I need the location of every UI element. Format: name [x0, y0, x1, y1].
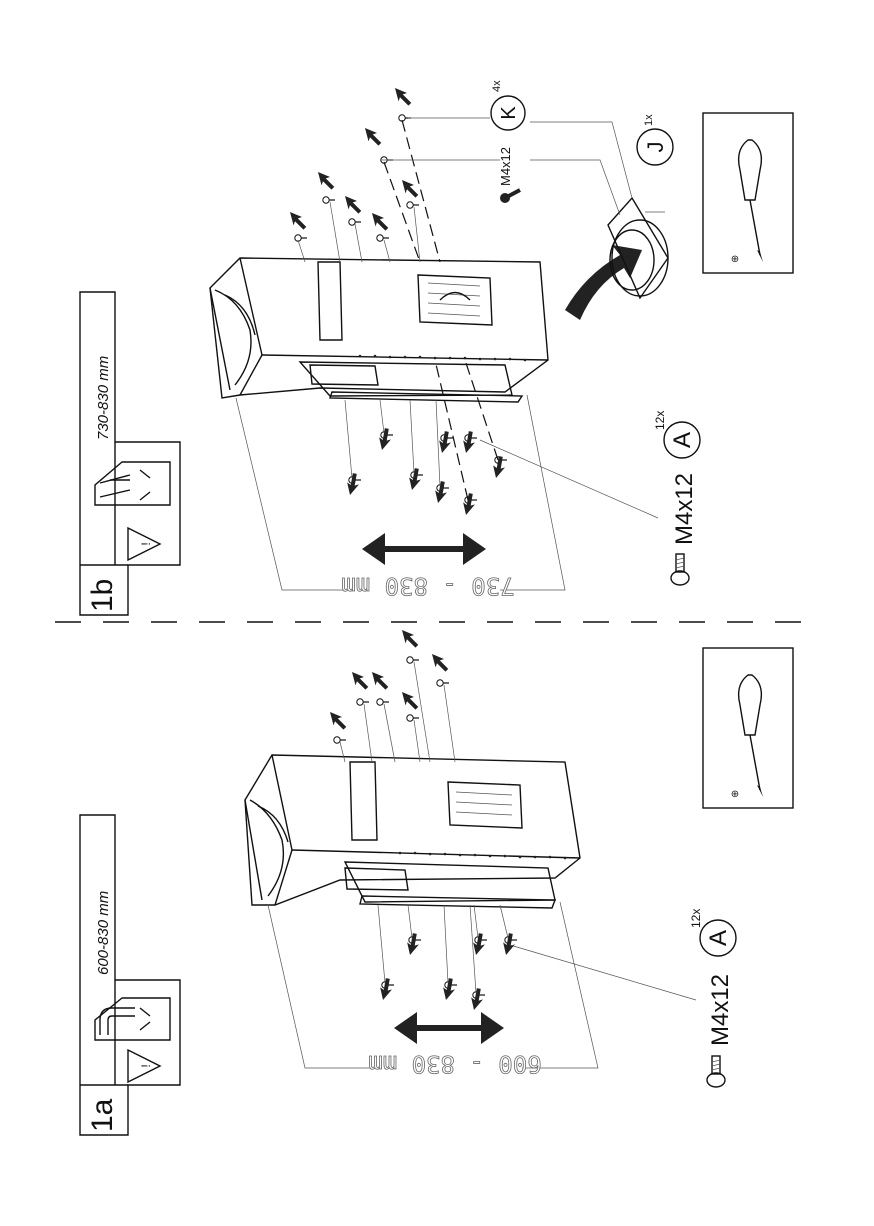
- screw-a-callout-1a: A 12x M4x12: [689, 909, 736, 1046]
- screw-k-callout: K 4x M4x12: [491, 80, 525, 203]
- screw-k-size: M4x12: [498, 147, 513, 186]
- screw-k-icon: [500, 190, 520, 203]
- step-number-1b: 1b: [86, 579, 119, 612]
- adjust-arrow-1b: [362, 533, 486, 565]
- svg-text:!: !: [139, 542, 153, 545]
- tool-box-1a: ⊕: [703, 648, 793, 808]
- step-box-1b: !: [80, 292, 180, 615]
- screw-a-letter-1b: A: [669, 432, 696, 448]
- height-range-1a: 600-830 mm: [95, 891, 112, 975]
- screw-icon-1b: [671, 554, 689, 585]
- dimension-line-1b: [236, 395, 565, 590]
- screw-a-size-1b: M4x12: [671, 473, 698, 545]
- height-range-1b: 730-830 mm: [95, 356, 112, 440]
- lower-screws-1a: [378, 905, 517, 1011]
- tool-box-1b: ⊕: [703, 113, 793, 273]
- part-j-callout: J 1x: [637, 114, 673, 165]
- screw-a-qty-1b: 12x: [653, 411, 667, 430]
- screw-a-letter-1a: A: [705, 930, 732, 946]
- chimney-assembly-1b: [210, 258, 548, 402]
- dimension-label-1a: 600 - 830 mm: [368, 1050, 541, 1078]
- dimension-label-1b: 730 - 830 mm: [341, 572, 514, 600]
- screw-a-qty-1a: 12x: [689, 909, 703, 928]
- chimney-assembly-1a: [245, 755, 580, 908]
- upper-screws-1b: [285, 84, 440, 262]
- step-number-1a: 1a: [86, 1098, 119, 1132]
- screw-a-size-1a: M4x12: [707, 974, 734, 1046]
- screw-icon-1a: [707, 1056, 725, 1087]
- upper-screws-1a: [325, 626, 455, 762]
- lower-screws-1b: [345, 360, 507, 516]
- dimension-line-1a: [268, 902, 598, 1068]
- svg-text:!: !: [139, 1064, 153, 1067]
- part-j-letter-text: J: [643, 142, 668, 153]
- panel-1a: ! 1a 600-830 mm: [80, 626, 793, 1135]
- panel-1b: ! 1b 730-830 mm: [80, 80, 793, 615]
- part-j-qty: 1x: [643, 114, 655, 126]
- screw-k-letter: K: [498, 106, 520, 120]
- svg-text:⊕: ⊕: [731, 789, 739, 800]
- adjust-arrow-1a: [394, 1012, 504, 1044]
- insert-arrow-1b: [565, 245, 642, 320]
- screw-k-qty: 4x: [491, 80, 503, 92]
- svg-text:⊕: ⊕: [731, 254, 739, 265]
- screw-a-callout-1b: A 12x M4x12: [653, 411, 700, 545]
